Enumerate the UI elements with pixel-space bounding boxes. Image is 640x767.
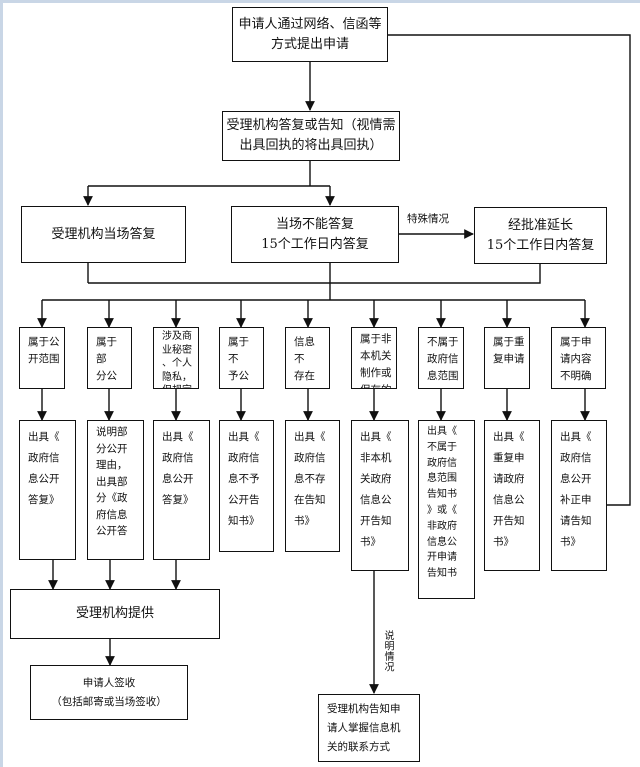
contact-box: 受理机构告知申 请人掌握信息机 关的联系方式 <box>318 694 420 762</box>
condition-box-2: 属于部 分公开 范围 <box>87 327 132 389</box>
result-box-1: 出具《 政府信 息公开 答复》 <box>19 420 76 560</box>
line-extended-merge <box>88 264 541 284</box>
special-case-label: 特殊情况 <box>407 213 449 225</box>
condition-box-7: 不属于 政府信 息范围 <box>418 327 464 389</box>
condition-box-9: 属于申 请内容 不明确 <box>551 327 606 389</box>
result-box-4: 出具《 政府信 息不予 公开告 知书》 <box>219 420 274 552</box>
condition-box-5: 信息不 存在 <box>285 327 330 389</box>
result-box-5: 出具《 政府信 息不存 在告知 书》 <box>285 420 340 552</box>
condition-box-4: 属于不 予公开 范围 <box>219 327 264 389</box>
start-box: 申请人通过网络、信函等 方式提出申请 <box>232 7 388 62</box>
window-frame-top <box>0 0 640 3</box>
receipt-box: 申请人签收 （包括邮寄或当场签收） <box>30 665 188 720</box>
result-box-9: 出具《 政府信 息公开 补正申 请告知 书》 <box>551 420 607 571</box>
reply-15-days-box: 当场不能答复 15个工作日内答复 <box>231 206 399 263</box>
provide-box: 受理机构提供 <box>10 589 220 639</box>
result-box-2: 说明部 分公开 理由， 出具部 分《政 府信息 公开答 <box>87 420 144 560</box>
result-box-7: 出具《 不属于 政府信 息范围 告知书 》或《 非政府 信息公 开申请 告知书 <box>418 420 475 599</box>
condition-box-8: 属于重 复申请 <box>484 327 530 389</box>
line-feedback-loop <box>388 34 631 506</box>
contact-label: 说明情况 <box>382 630 393 672</box>
result-box-6: 出具《 非本机 关政府 信息公 开告知 书》 <box>351 420 409 571</box>
condition-box-6: 属于非 本机关 制作或 保存的 <box>351 327 397 389</box>
acknowledge-box: 受理机构答复或告知（视情需 出具回执的将出具回执） <box>222 111 400 161</box>
result-box-8: 出具《 重复申 请政府 信息公 开告知 书》 <box>484 420 540 571</box>
condition-box-3: 涉及商 业秘密 、个人 隐私， 但规定 予以公 开的 <box>153 327 199 389</box>
reply-on-spot-box: 受理机构当场答复 <box>21 206 186 263</box>
extended-box: 经批准延长 15个工作日内答复 <box>474 207 607 264</box>
result-box-3: 出具《 政府信 息公开 答复》 <box>153 420 210 560</box>
window-frame-left <box>0 0 3 767</box>
condition-box-1: 属于公 开范围 <box>19 327 65 389</box>
